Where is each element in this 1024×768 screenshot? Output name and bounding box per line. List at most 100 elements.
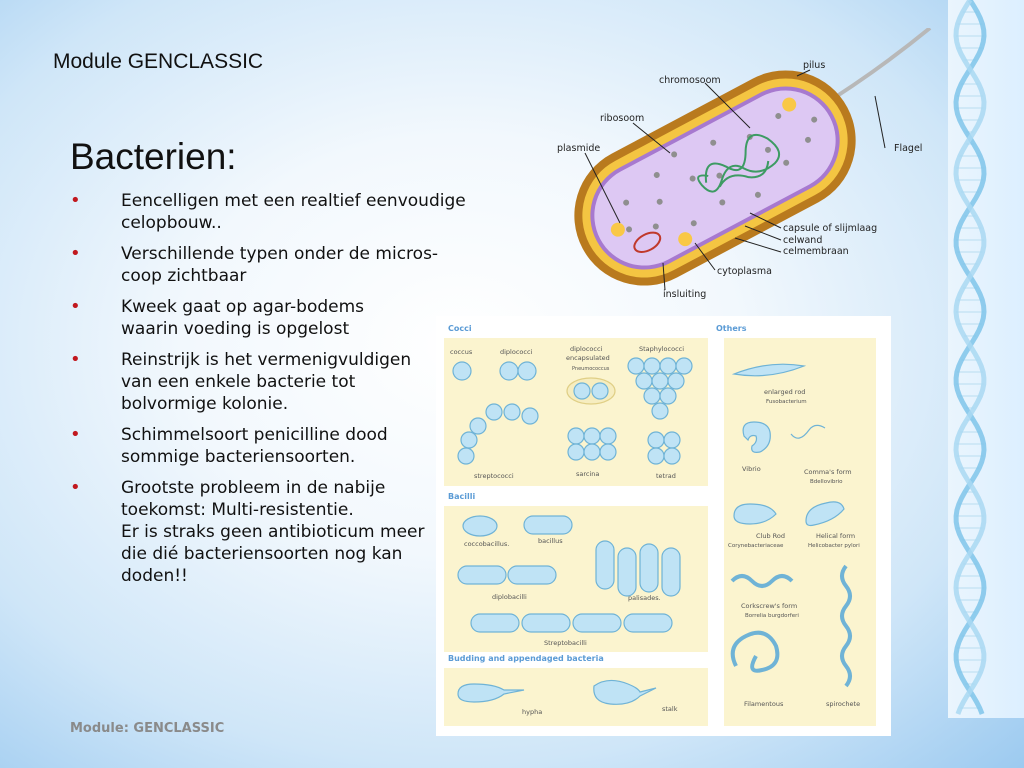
bullet-item: • Grootste probleem in de nabije toekomst…	[70, 477, 490, 587]
diplococci-cell	[517, 361, 537, 381]
label-commas-form: Comma's form	[804, 468, 852, 476]
label-diplococci: diplococci	[500, 348, 533, 356]
enlarged-rod-cell	[731, 363, 807, 377]
diplobacilli-cell	[507, 565, 557, 585]
plasmid	[633, 231, 662, 253]
slide-title: Bacterien:	[70, 136, 237, 177]
bullet-text: Eencelligen met een realtief eenvoudige …	[121, 191, 466, 233]
label-hypha: hypha	[522, 708, 542, 716]
label-leaders	[584, 69, 886, 291]
module-header: Module GENCLASSIC	[53, 50, 264, 73]
vibrio-cell	[742, 421, 771, 453]
label-filamentous: Filamentous	[744, 700, 784, 708]
club-rod-cell	[733, 503, 777, 525]
sarcina-cluster	[567, 427, 617, 461]
label-streptococci: streptococci	[474, 472, 514, 480]
bullet-text: Verschillende typen onder de micros- coo…	[121, 244, 439, 286]
dna-helix-decoration	[948, 0, 1024, 718]
bullet-dot-icon: •	[70, 424, 81, 445]
label-helical-form: Helical form	[816, 532, 855, 540]
heading-bacilli: Bacilli	[448, 492, 475, 501]
heading-others: Others	[716, 324, 747, 333]
label-fusobacterium: Fusobacterium	[766, 399, 807, 405]
inclusion-granule	[610, 222, 625, 237]
label-coccus: coccus	[450, 348, 473, 356]
bullet-text: Kweek gaat op agar-bodems waarin voeding…	[121, 297, 365, 339]
coccus-cell	[452, 361, 472, 381]
ribosomes	[623, 113, 818, 233]
label-streptobacilli: Streptobacilli	[544, 639, 587, 647]
label-capsule: capsule of slijmlaag	[783, 223, 877, 234]
palisades-group	[595, 540, 681, 597]
stalk-cell	[593, 679, 657, 705]
label-chromosoom: chromosoom	[659, 75, 721, 86]
spirochete-cell	[840, 564, 852, 688]
encapsulated-cell	[591, 382, 609, 400]
encapsulated-cell	[573, 382, 591, 400]
bullet-item: • Eencelligen met een realtief eenvoudige…	[70, 190, 490, 234]
label-insluiting: insluiting	[663, 289, 706, 300]
label-pneumococcus: Pneumococcus	[572, 366, 610, 372]
label-encapsulated: encapsulated	[566, 354, 610, 362]
bullet-item: • Schimmelsoort penicilline dood sommige …	[70, 424, 490, 468]
label-enlarged-rod: enlarged rod	[764, 388, 805, 396]
label-celwand: celwand	[783, 235, 822, 246]
label-corynebacteriaceae: Corynebacteriaceae	[728, 543, 784, 549]
diplobacilli-cell	[457, 565, 507, 585]
bacteria-morphology-panel: Cocci Others Bacilli Budding and appenda…	[436, 316, 891, 736]
corkscrew-cell	[730, 574, 794, 588]
label-plasmide: plasmide	[557, 143, 600, 154]
label-ribosoom: ribosoom	[600, 113, 644, 124]
coccobacillus-cell	[462, 515, 498, 537]
bullet-item: • Reinstrijk is het vermenigvuldigen van …	[70, 349, 490, 415]
inclusion-granule	[678, 232, 693, 247]
label-corkscrew-form: Corkscrew's form	[741, 602, 797, 610]
bullet-dot-icon: •	[70, 349, 81, 370]
tetrad-cluster	[647, 431, 681, 465]
hypha-cell	[457, 683, 525, 703]
heading-cocci: Cocci	[448, 324, 472, 333]
label-bdellovibrio: Bdellovibrio	[810, 479, 843, 485]
label-flagel: Flagel	[894, 143, 922, 154]
label-sarcina: sarcina	[576, 470, 599, 478]
cytoplasm	[594, 90, 836, 266]
filamentous-cell	[730, 630, 780, 673]
others-panel	[724, 338, 876, 726]
heading-budding: Budding and appendaged bacteria	[448, 654, 604, 663]
bullet-dot-icon: •	[70, 243, 81, 264]
helical-form-cell	[805, 501, 845, 527]
label-coccobacillus: coccobacillus.	[464, 540, 509, 548]
label-palisades: palisades.	[628, 594, 661, 602]
label-celmembraan: celmembraan	[783, 246, 849, 257]
bullet-text: Grootste probleem in de nabije toekomst:…	[121, 478, 425, 586]
label-club-rod: Club Rod	[756, 532, 785, 540]
streptococci-chain	[457, 403, 539, 465]
label-tetrad: tetrad	[656, 472, 676, 480]
label-borrelia: Borrelia burgdorferi	[745, 613, 799, 619]
label-helicobacter: Helicobacter pylori	[808, 543, 860, 549]
bullet-item: • Kweek gaat op agar-bodems waarin voedin…	[70, 296, 490, 340]
label-diplococci-encapsulated: diplococci	[570, 345, 603, 353]
chromosome	[697, 133, 781, 193]
label-bacillus: bacillus	[538, 537, 563, 545]
bacterial-cell-diagram: pilus chromosoom ribosoom plasmide Flage…	[557, 28, 932, 300]
diplococci-cell	[499, 361, 519, 381]
inclusion-granule	[782, 97, 797, 112]
bullet-dot-icon: •	[70, 477, 81, 498]
bullet-dot-icon: •	[70, 190, 81, 211]
bullet-list: • Eencelligen met een realtief eenvoudige…	[70, 190, 490, 596]
bullet-dot-icon: •	[70, 296, 81, 317]
label-cytoplasma: cytoplasma	[717, 266, 772, 277]
streptobacilli-chain	[470, 613, 673, 633]
bullet-text: Schimmelsoort penicilline dood sommige b…	[121, 425, 388, 467]
label-vibrio: Vibrio	[742, 465, 761, 473]
label-stalk: stalk	[662, 705, 678, 713]
label-spirochete: spirochete	[826, 700, 860, 708]
label-pilus: pilus	[803, 60, 825, 71]
bullet-text: Reinstrijk is het vermenigvuldigen van e…	[121, 350, 412, 414]
comma-form-cell	[790, 424, 826, 439]
bacillus-cell	[523, 515, 573, 535]
footer: Module: GENCLASSIC	[70, 721, 225, 736]
bullet-item: • Verschillende typen onder de micros- co…	[70, 243, 490, 287]
staphylococci-cluster	[627, 357, 693, 420]
